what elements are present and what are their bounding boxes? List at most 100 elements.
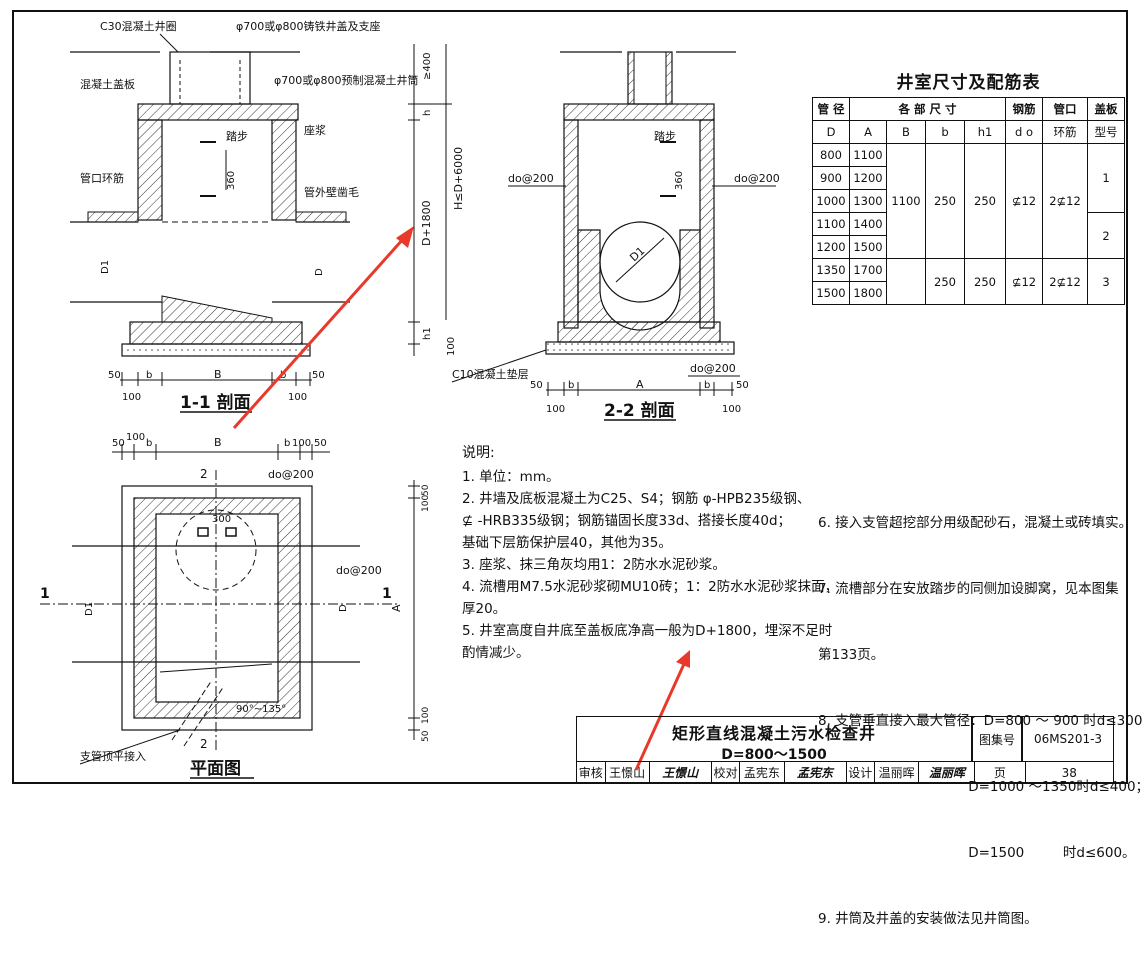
label-d1-pipe: D1	[627, 244, 647, 264]
plan-cut-2-bottom: 2	[200, 737, 208, 751]
note-line: D=1500 时d≤600。	[818, 845, 1136, 861]
check-label: 校对	[712, 762, 741, 783]
cell-do: ⊈12	[1005, 143, 1043, 259]
dim-bottom-100a: 100	[122, 392, 141, 403]
cell-A: 1300	[849, 189, 887, 213]
dim-d1800: D+1800	[420, 200, 433, 246]
plan-dim-50b: 50	[314, 438, 327, 449]
dim-min400: ≥400	[422, 53, 433, 80]
label-mortar-bed: 座浆	[304, 123, 326, 137]
plan-label-do200-top: do@200	[268, 468, 314, 481]
note-line: 8. 支管垂直接入最大管径：D=800 ～ 900 时d≤300；	[818, 713, 1144, 729]
dim-22-50b: 50	[736, 380, 749, 391]
label-do200-right: do@200	[734, 172, 780, 185]
label-c10-bedding: C10混凝土垫层	[452, 367, 529, 381]
signature-row: 审核 王憬山 王憬山 校对 孟宪东 孟宪东 设计 温丽晖 温丽晖 页 38	[576, 762, 1114, 784]
plan-dim-d: D	[338, 604, 349, 612]
cell-D: 1000	[812, 189, 850, 213]
caption-section-1-1: 1-1 剖面	[180, 392, 251, 413]
dim-d1: D1	[100, 260, 111, 274]
dim-22-A: A	[636, 378, 644, 391]
note-line: 1. 单位：mm。	[462, 469, 560, 485]
cell-type: 1	[1087, 143, 1125, 213]
plan-view: 50 100 b B b 100 50 2 do@200 300 do@200 …	[40, 432, 431, 779]
title-block-main: 矩形直线混凝土污水检查井 D=800～1500	[576, 716, 972, 763]
drawing-subtitle: D=800～1500	[721, 747, 827, 763]
plan-label-branch: 支管顶平接入	[80, 749, 146, 763]
dim-d: D	[314, 268, 325, 276]
dim-bottom-B: B	[214, 368, 222, 381]
cell-D: 800	[812, 143, 850, 167]
cell-B: 1100	[886, 143, 926, 259]
label-precast-shaft: φ700或φ800预制混凝土井筒	[274, 73, 419, 87]
cell-b: 250	[925, 258, 965, 305]
cell-do: ⊈12	[1005, 258, 1043, 305]
plan-dim-300: 300	[212, 514, 231, 525]
page-number: 38	[1061, 765, 1077, 780]
section-2-2: 踏步 do@200 do@200 D1 360 C10混凝土垫层 do@200 …	[451, 51, 780, 421]
caption-section-2-2: 2-2 剖面	[604, 400, 675, 421]
designer-name: 温丽晖	[875, 762, 920, 783]
notes-left: 说明: 1. 单位：mm。 2. 井墙及底板混凝土为C25、S4；钢筋 φ-HP…	[462, 442, 838, 664]
dim-360: 360	[226, 171, 237, 190]
dim-bottom-b-right: b	[280, 370, 286, 381]
cell-b: 250	[925, 143, 965, 259]
dim-h-total: H≤D+6000	[452, 147, 465, 210]
cell-type: 3	[1087, 258, 1125, 305]
checker-signature: 孟宪东	[785, 762, 847, 783]
plan-dim-b-left: b	[146, 438, 152, 449]
plan-dim-50a: 50	[112, 438, 125, 449]
th-pipe-ring: 管口	[1042, 97, 1088, 121]
dim-22-100a: 100	[546, 404, 565, 415]
th-dimensions: 各 部 尺 寸	[849, 97, 1006, 121]
title-block: 矩形直线混凝土污水检查井 D=800～1500 图集号 06MS201-3 审核…	[576, 716, 1114, 784]
cell-D: 900	[812, 166, 850, 190]
checker-name: 孟宪东	[740, 762, 785, 783]
cell-ring: 2⊈12	[1042, 258, 1088, 305]
designer-signature: 温丽晖	[919, 762, 976, 783]
note-line: 4. 流槽用M7.5水泥砂浆砌MU10砖；1：2防水水泥砂浆抹面，	[462, 579, 839, 595]
note-line: 第133页。	[818, 647, 885, 663]
cell-D: 1200	[812, 235, 850, 259]
dim-22-100b: 100	[722, 404, 741, 415]
th-h1: h1	[964, 120, 1006, 144]
plan-dim-r100b: 100	[421, 707, 431, 724]
cell-A: 1500	[849, 235, 887, 259]
dim-22-b-right: b	[704, 380, 710, 391]
note-line: 酌情减少。	[462, 645, 530, 661]
dim-h1: h1	[422, 327, 433, 340]
label-c30-ring: C30混凝土井圈	[100, 19, 177, 33]
review-label: 审核	[577, 762, 606, 783]
cell-D: 1100	[812, 212, 850, 236]
th-pipe-diameter: 管 径	[812, 97, 850, 121]
note-line: 7. 流槽部分在安放踏步的同侧加设脚窝，见本图集	[818, 581, 1119, 597]
dim-22-b-left: b	[568, 380, 574, 391]
dim-22-50a: 50	[530, 380, 543, 391]
section-1-1: C30混凝土井圈 φ700或φ800铸铁井盖及支座 混凝土盖板 φ700或φ80…	[70, 19, 465, 413]
label-cover-slab: 混凝土盖板	[80, 77, 135, 91]
atlas-number: 06MS201-3	[1022, 716, 1114, 762]
drawing-sheet: C30混凝土井圈 φ700或φ800铸铁井盖及支座 混凝土盖板 φ700或φ80…	[12, 10, 1144, 927]
cell-A: 1800	[849, 281, 887, 305]
th-slab: 盖板	[1087, 97, 1125, 121]
plan-dim-r50b: 50	[421, 730, 431, 742]
plan-dim-b-right: b	[284, 438, 290, 449]
note-line: 基础下层筋保护层40，其他为35。	[462, 535, 672, 551]
dim-bottom-b-left: b	[146, 370, 152, 381]
spec-table-title: 井室尺寸及配筋表	[896, 73, 1041, 93]
th-D: D	[812, 120, 850, 144]
page-label: 页	[975, 762, 1026, 783]
reviewer-signature: 王憬山	[650, 762, 712, 783]
note-line: 9. 井筒及井盖的安装做法见井筒图。	[818, 911, 1038, 927]
note-line: 2. 井墙及底板混凝土为C25、S4；钢筋 φ-HPB235级钢、	[462, 491, 811, 507]
plan-cut-2-top: 2	[200, 467, 208, 481]
cell-B-cont	[886, 258, 926, 305]
dim-bottom-100b: 100	[288, 392, 307, 403]
cell-A: 1200	[849, 166, 887, 190]
cell-A: 1100	[849, 143, 887, 167]
plan-cut-1-left: 1	[40, 586, 50, 602]
note-line: 6. 接入支管超挖部分用级配砂石，混凝土或砖填实。	[818, 515, 1133, 531]
notes-title: 说明:	[462, 445, 495, 461]
annotation-arrows	[232, 226, 690, 771]
note-line: 3. 座浆、抹三角灰均用1：2防水水泥砂浆。	[462, 557, 726, 573]
